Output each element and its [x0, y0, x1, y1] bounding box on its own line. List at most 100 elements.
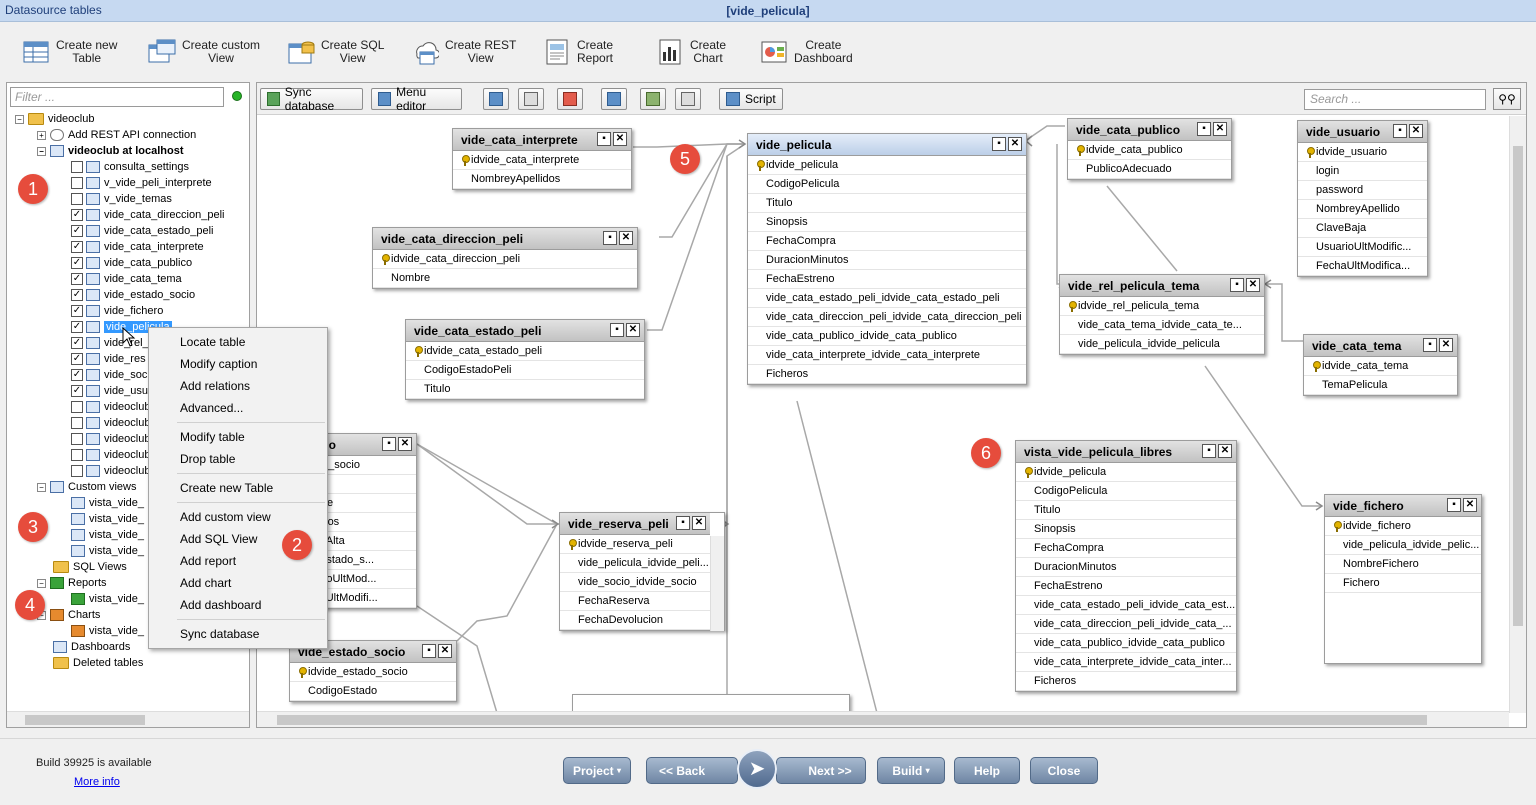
- delete-layout-button[interactable]: [557, 88, 583, 110]
- table-header[interactable]: vide_pelicula▪✕: [748, 134, 1026, 156]
- close-icon[interactable]: ✕: [1463, 498, 1477, 512]
- menu-sync-database[interactable]: Sync database: [180, 627, 260, 641]
- table-field[interactable]: FechaCompra: [748, 232, 1026, 251]
- table-checkbox[interactable]: [71, 433, 83, 445]
- table-field[interactable]: CodigoEstadoPeli: [406, 361, 644, 380]
- table-field[interactable]: ClaveBaja: [1298, 219, 1427, 238]
- table-field[interactable]: login: [1298, 162, 1427, 181]
- minimize-icon[interactable]: ▪: [597, 132, 611, 146]
- table-checkbox[interactable]: [71, 161, 83, 173]
- arrange-button[interactable]: [675, 88, 701, 110]
- table-field[interactable]: DuracionMinutos: [1016, 558, 1236, 577]
- table-field[interactable]: password: [1298, 181, 1427, 200]
- table-checkbox[interactable]: ✓: [71, 289, 83, 301]
- help-button[interactable]: Help: [954, 757, 1020, 784]
- table-field[interactable]: TemaPelicula: [1304, 376, 1457, 395]
- table-field[interactable]: FechaCompra: [1016, 539, 1236, 558]
- tree-report-item[interactable]: vista_vide_: [71, 591, 144, 607]
- menu-add-chart[interactable]: Add chart: [180, 576, 232, 590]
- tree-custom-item[interactable]: vista_vide_: [71, 511, 144, 527]
- tree-table-item[interactable]: ✓vide_cata_direccion_peli: [71, 207, 224, 223]
- table-field[interactable]: Titulo: [1016, 501, 1236, 520]
- table-scrollbar[interactable]: [710, 536, 724, 631]
- close-icon[interactable]: ✕: [1246, 278, 1260, 292]
- table-partial-bottom[interactable]: [572, 694, 850, 713]
- table-checkbox[interactable]: [71, 465, 83, 477]
- table-field[interactable]: CodigoPelicula: [748, 175, 1026, 194]
- table-field[interactable]: idvide_cata_direccion_peli: [373, 250, 637, 269]
- expand-icon[interactable]: +: [37, 130, 46, 140]
- table-field[interactable]: Sinopsis: [1016, 520, 1236, 539]
- table-field[interactable]: vide_cata_interprete_idvide_cata_interpr…: [748, 346, 1026, 365]
- table-header[interactable]: vista_vide_pelicula_libres▪✕: [1016, 441, 1236, 463]
- minimize-icon[interactable]: ▪: [1393, 124, 1407, 138]
- table-field[interactable]: Ficheros: [748, 365, 1026, 384]
- table-checkbox[interactable]: [71, 449, 83, 461]
- table-checkbox[interactable]: ✓: [71, 353, 83, 365]
- table-checkbox[interactable]: ✓: [71, 209, 83, 221]
- table-field[interactable]: Nombre: [373, 269, 637, 288]
- table-field[interactable]: vide_cata_direccion_peli_idvide_cata_dir…: [748, 308, 1026, 327]
- table-field[interactable]: FechaDevolucion: [560, 611, 710, 630]
- table-header[interactable]: vide_cata_estado_peli▪✕: [406, 320, 644, 342]
- tree-dashboards[interactable]: Dashboards: [53, 639, 130, 655]
- table-checkbox[interactable]: [71, 193, 83, 205]
- binoculars-icon[interactable]: ⚲⚲: [1493, 88, 1521, 110]
- table-vide-cata-direccion-peli[interactable]: vide_cata_direccion_peli▪✕idvide_cata_di…: [372, 227, 638, 289]
- table-field[interactable]: FechaEstreno: [748, 270, 1026, 289]
- tree-table-item[interactable]: videoclub: [71, 415, 150, 431]
- table-field[interactable]: idvide_reserva_peli: [560, 535, 710, 554]
- table-checkbox[interactable]: ✓: [71, 369, 83, 381]
- table-field[interactable]: FechaEstreno: [1016, 577, 1236, 596]
- table-field[interactable]: idvide_fichero: [1325, 517, 1481, 536]
- table-checkbox[interactable]: ✓: [71, 305, 83, 317]
- tree-table-item[interactable]: ✓vide_cata_publico: [71, 255, 192, 271]
- scroll-thumb[interactable]: [1513, 146, 1523, 626]
- run-icon[interactable]: ➤: [737, 749, 777, 789]
- tree-table-item[interactable]: ✓vide_rel_: [71, 335, 149, 351]
- tree-deleted[interactable]: Deleted tables: [53, 655, 143, 671]
- menu-editor-button[interactable]: Menu editor: [371, 85, 462, 113]
- table-field[interactable]: vide_socio_idvide_socio: [560, 573, 710, 592]
- menu-add-report[interactable]: Add report: [180, 554, 237, 568]
- table-field[interactable]: NombreyApellido: [1298, 200, 1427, 219]
- minimize-icon[interactable]: ▪: [1447, 498, 1461, 512]
- menu-add-dashboard[interactable]: Add dashboard: [180, 598, 262, 612]
- close-icon[interactable]: ✕: [398, 437, 412, 451]
- script-button[interactable]: Script: [719, 88, 783, 110]
- close-icon[interactable]: ✕: [438, 644, 452, 658]
- minimize-icon[interactable]: ▪: [676, 516, 690, 530]
- table-field[interactable]: CodigoEstado: [290, 682, 456, 701]
- table-field[interactable]: idvide_pelicula: [1016, 463, 1236, 482]
- table-field[interactable]: vide_cata_publico_idvide_cata_publico: [748, 327, 1026, 346]
- tree-custom-item[interactable]: vista_vide_: [71, 543, 144, 559]
- tree-table-item[interactable]: v_vide_peli_interprete: [71, 175, 212, 191]
- table-field[interactable]: idvide_usuario: [1298, 143, 1427, 162]
- table-checkbox[interactable]: ✓: [71, 273, 83, 285]
- sync-database-button[interactable]: Sync database: [260, 85, 363, 113]
- close-icon[interactable]: ✕: [1439, 338, 1453, 352]
- list-view-button[interactable]: [518, 88, 544, 110]
- tree-custom-views[interactable]: −Custom views: [37, 479, 136, 495]
- table-header[interactable]: vide_fichero▪✕: [1325, 495, 1481, 517]
- collapse-icon[interactable]: −: [37, 146, 46, 156]
- table-field[interactable]: vide_cata_estado_peli_idvide_cata_estado…: [748, 289, 1026, 308]
- menu-create-new-table[interactable]: Create new Table: [180, 481, 274, 495]
- tree-sql-views[interactable]: SQL Views: [53, 559, 127, 575]
- close-icon[interactable]: ✕: [1213, 122, 1227, 136]
- table-header[interactable]: vide_rel_pelicula_tema▪✕: [1060, 275, 1264, 297]
- filter-input[interactable]: Filter ...: [10, 87, 224, 107]
- table-vide-rel-pelicula-tema[interactable]: vide_rel_pelicula_tema▪✕idvide_rel_pelic…: [1059, 274, 1265, 355]
- table-field[interactable]: NombreFichero: [1325, 555, 1481, 574]
- tree-table-item[interactable]: ✓vide_cata_tema: [71, 271, 182, 287]
- back-button[interactable]: << Back: [646, 757, 738, 784]
- table-field[interactable]: PublicoAdecuado: [1068, 160, 1231, 179]
- tree-root[interactable]: −videoclub: [15, 111, 94, 127]
- table-field[interactable]: idvide_rel_pelicula_tema: [1060, 297, 1264, 316]
